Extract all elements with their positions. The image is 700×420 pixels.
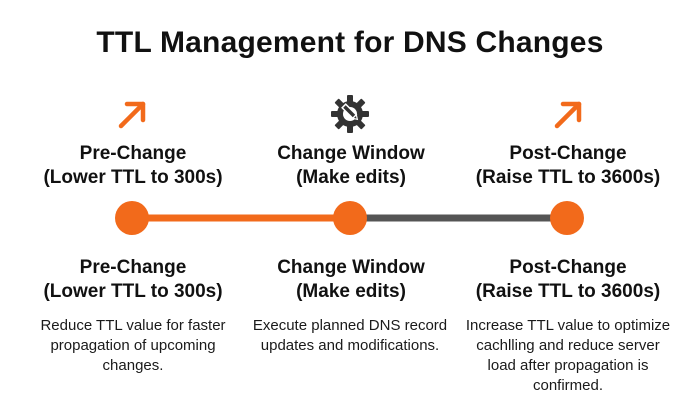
timeline-node-change-window [333, 201, 367, 235]
arrow-up-right-icon [549, 94, 589, 134]
stage-label-subtitle: (Make edits) [296, 281, 406, 302]
stage-heading-title: Pre-Change [79, 143, 187, 164]
stage-label-title: Post-Change [509, 257, 627, 278]
stage-heading-subtitle: (Lower TTL to 300s) [43, 167, 223, 188]
stage-heading-post-change: Post-Change (Raise TTL to 3600s) [453, 142, 683, 190]
timeline [115, 201, 584, 235]
stage-label-post-change: Post-Change (Raise TTL to 3600s) [453, 256, 683, 304]
timeline-node-pre-change [115, 201, 149, 235]
stage-heading-change-window: Change Window (Make edits) [236, 142, 466, 190]
gear-pencil-icon [330, 94, 370, 134]
stage-heading-subtitle: (Make edits) [296, 167, 406, 188]
page-title: TTL Management for DNS Changes [96, 26, 604, 59]
stage-label-change-window: Change Window (Make edits) [236, 256, 466, 304]
timeline-node-post-change [550, 201, 584, 235]
stage-label-title: Pre-Change [79, 257, 187, 278]
stage-heading-pre-change: Pre-Change (Lower TTL to 300s) [18, 142, 248, 190]
stage-heading-title: Change Window [277, 143, 425, 164]
stage-description-change-window: Execute planned DNS record updates and m… [252, 317, 448, 354]
stage-heading-subtitle: (Raise TTL to 3600s) [475, 167, 661, 188]
stage-label-pre-change: Pre-Change (Lower TTL to 300s) [18, 256, 248, 304]
stage-label-title: Change Window [277, 257, 425, 278]
stage-heading-title: Post-Change [509, 143, 627, 164]
stage-description-pre-change: Reduce TTL value for faster propagation … [40, 317, 226, 374]
stage-description-post-change: Increase TTL value to optimize cachlling… [465, 317, 671, 394]
stage-label-subtitle: (Lower TTL to 300s) [43, 281, 223, 302]
stage-label-subtitle: (Raise TTL to 3600s) [475, 281, 661, 302]
arrow-up-right-icon [113, 94, 153, 134]
